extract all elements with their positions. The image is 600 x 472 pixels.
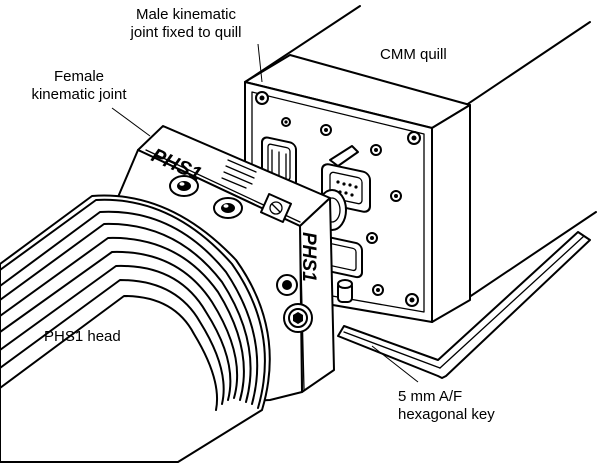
leader-female-joint	[111, 107, 151, 137]
head-hex-socket-screw[interactable]	[283, 303, 313, 333]
label-hex-key-line2: hexagonal key	[398, 406, 495, 423]
quill-right-face	[431, 104, 471, 323]
brand-side-text: PHS1	[298, 232, 319, 282]
leader-male-joint	[257, 43, 263, 83]
head-side-face	[299, 197, 335, 393]
leader-lines	[111, 43, 419, 383]
label-female-joint: Female kinematic joint	[16, 68, 142, 104]
phs1-head	[0, 125, 335, 463]
label-male-joint-line1: Male kinematic	[135, 6, 237, 23]
quill-screws	[255, 91, 421, 307]
label-phs1-head: PHS1 head	[44, 328, 121, 345]
label-male-joint: Male kinematic joint fixed to quill	[112, 6, 260, 42]
head-label-plate	[221, 159, 257, 189]
quill-locating-pin	[337, 279, 353, 303]
hexagonal-key	[337, 231, 591, 379]
head-side-screw	[276, 274, 298, 296]
quill-edge-top	[244, 5, 361, 83]
hex-key-shape	[337, 231, 591, 379]
head-switch	[259, 192, 293, 224]
label-hex-key: 5 mm A/F hexagonal key	[398, 388, 510, 424]
head-socket-left	[169, 175, 199, 197]
head-socket-right	[213, 197, 243, 219]
label-cmm-quill: CMM quill	[380, 46, 447, 63]
leader-hex-key	[371, 345, 419, 383]
label-male-joint-line2: joint fixed to quill	[130, 24, 242, 41]
label-female-joint-line2: kinematic joint	[31, 86, 127, 103]
head-ribbed-body	[0, 194, 271, 463]
label-hex-key-line1: 5 mm A/F	[398, 388, 463, 405]
label-female-joint-line1: Female	[53, 68, 105, 85]
